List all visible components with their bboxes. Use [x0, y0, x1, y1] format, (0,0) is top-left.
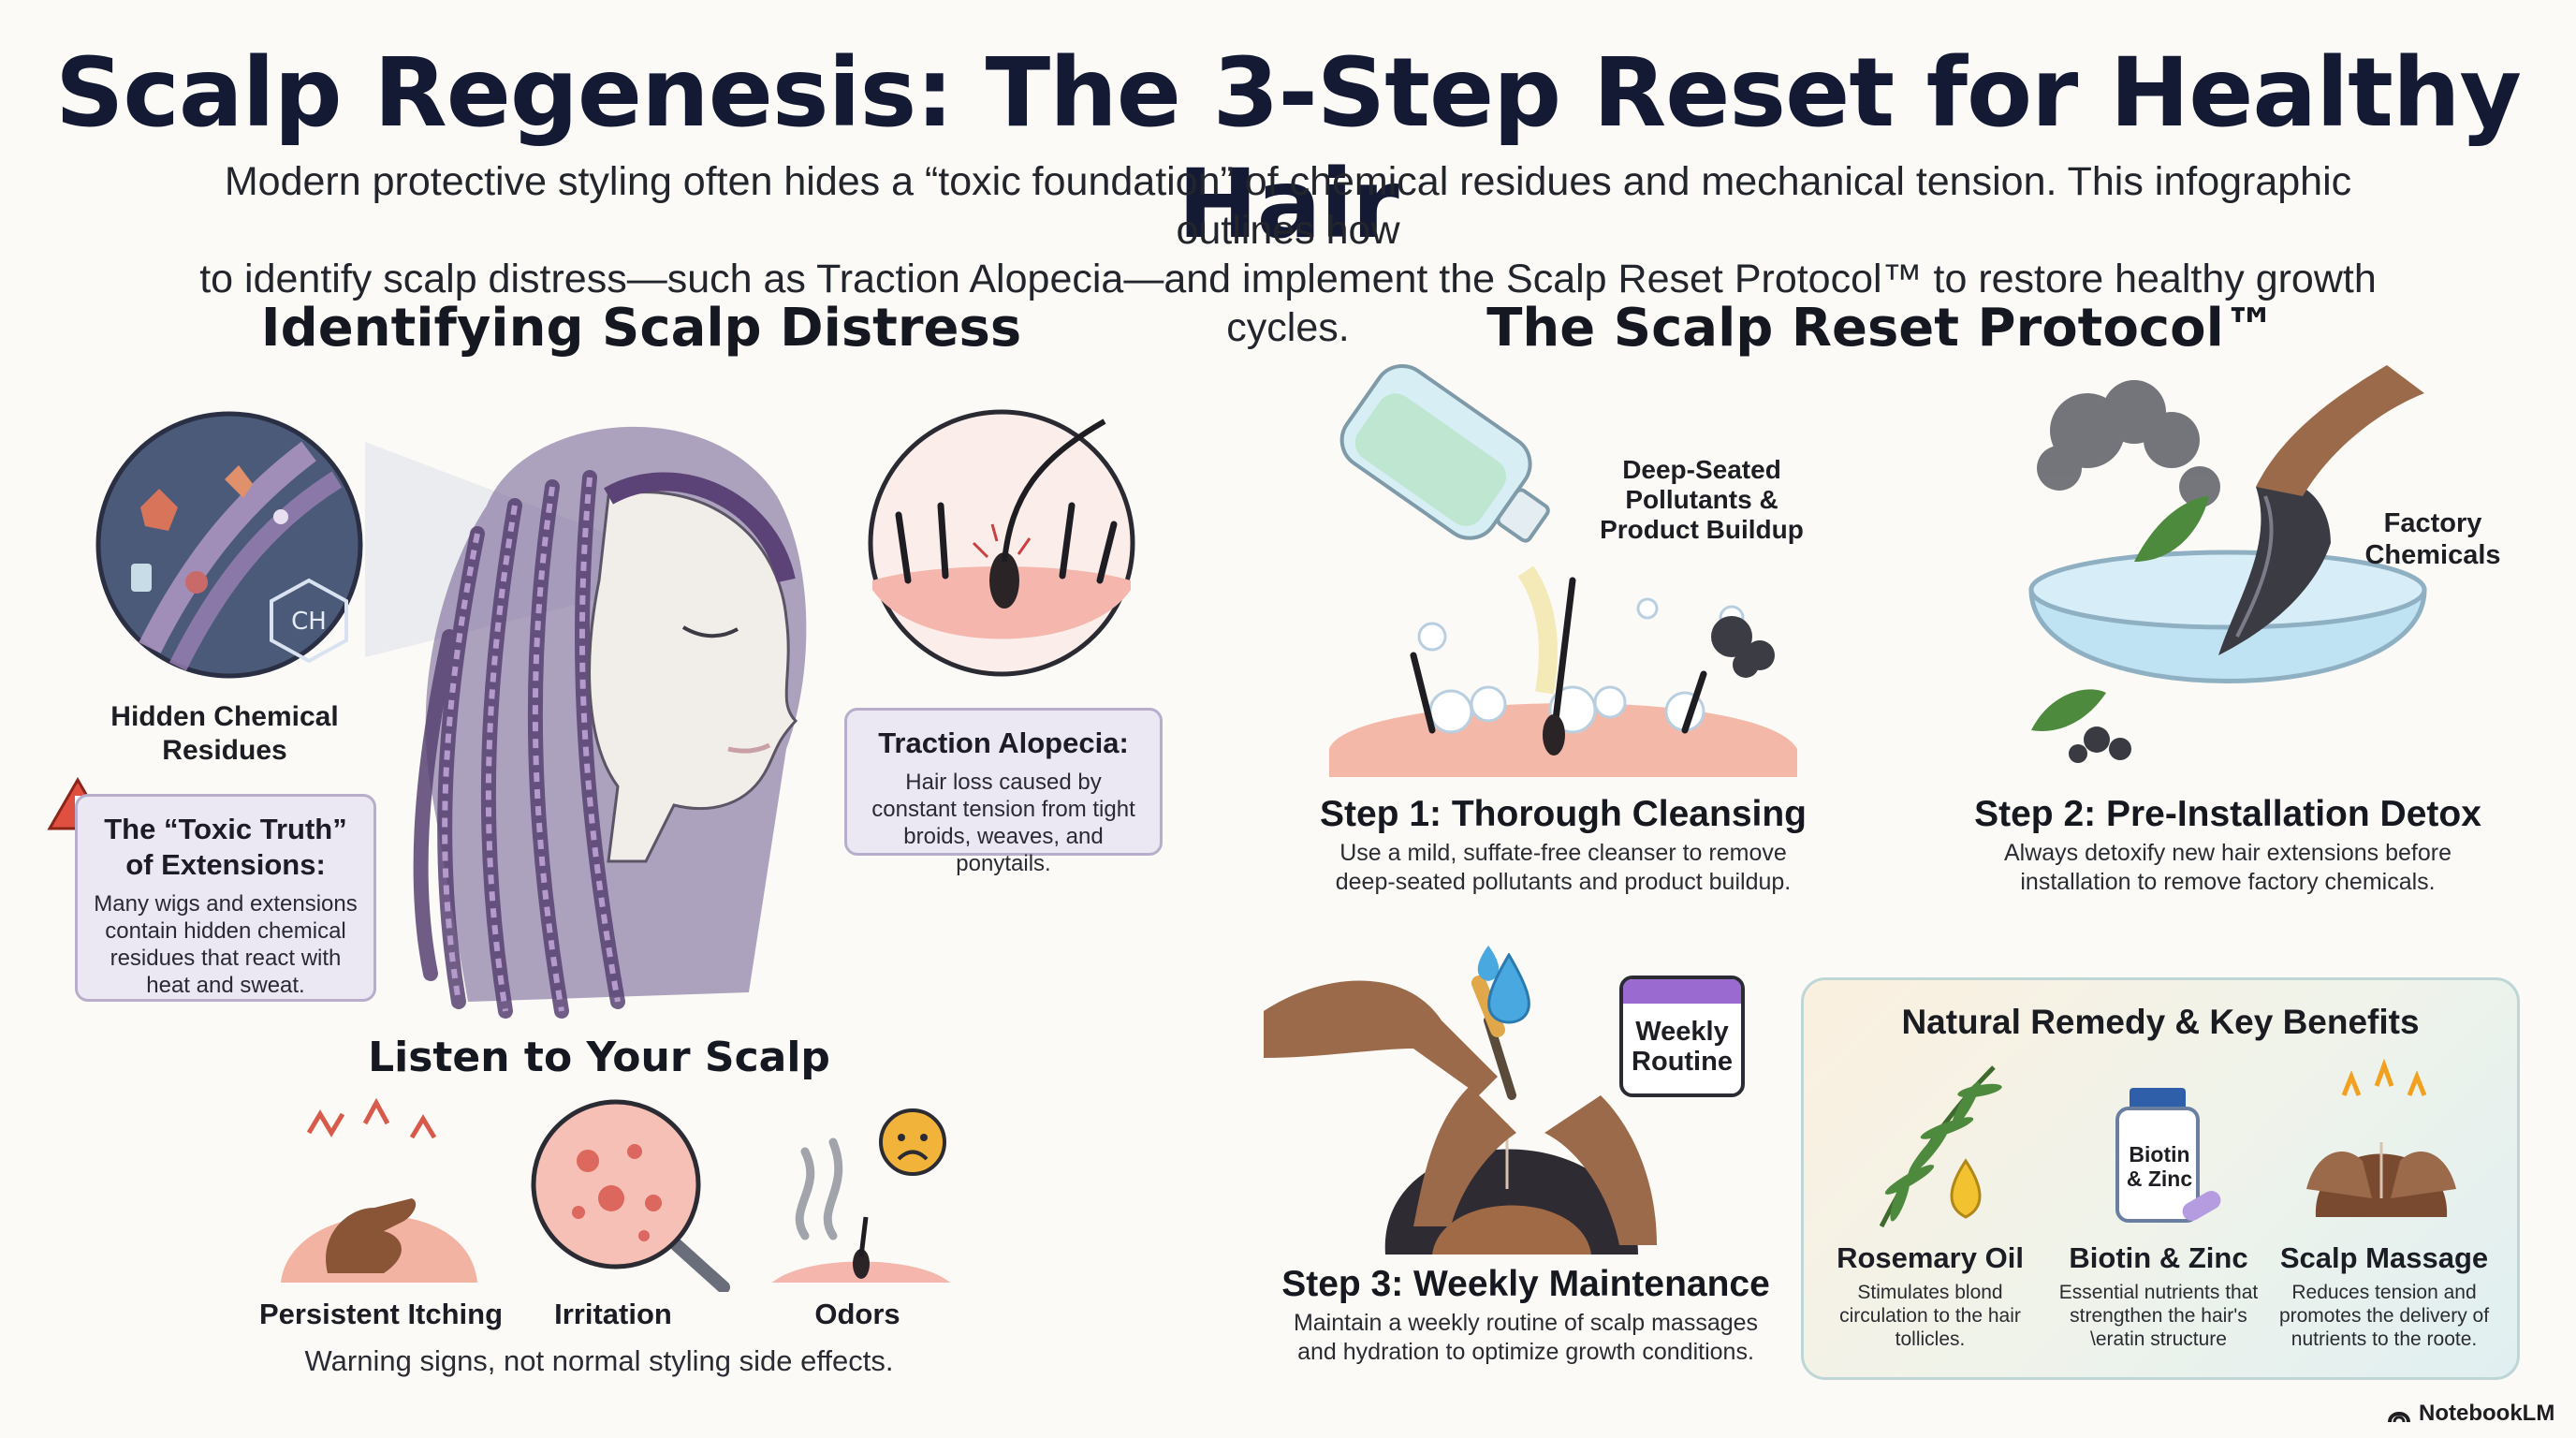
itching-scalp-icon	[271, 1095, 487, 1292]
notebooklm-icon	[2388, 1412, 2410, 1423]
calendar-text: Weekly Routine	[1632, 1017, 1733, 1077]
sign-label-irritation: Irritation	[554, 1298, 672, 1330]
step3-body: Maintain a weekly routine of scalp massa…	[1293, 1310, 1759, 1365]
traction-body: Hair loss caused by constant tension fro…	[871, 770, 1135, 876]
benefit-title-biotin: Biotin & Zinc	[2069, 1241, 2248, 1274]
toxic-truth-callout: The “Toxic Truth” of Extensions: Many wi…	[75, 794, 376, 1002]
step2-annotation: Factory Chemicals	[2364, 508, 2501, 570]
intro-line-1: Modern protective styling often hides a …	[224, 159, 2352, 253]
step1-title: Step 1: Thorough Cleansing	[1319, 794, 1807, 834]
cleansing-illustration	[1292, 356, 1816, 777]
intro-line-2: to identify scalp distress—such as Tract…	[199, 257, 2377, 350]
calendar-header	[1623, 979, 1741, 1004]
odor-icon	[768, 1095, 955, 1292]
remedy-title: Natural Remedy & Key Benefits	[1901, 1003, 2420, 1041]
irritation-magnifier-icon	[522, 1095, 738, 1292]
sign-label-odors: Odors	[814, 1298, 900, 1330]
step2-title: Step 2: Pre-Installation Detox	[1974, 794, 2481, 834]
toxic-truth-title: The “Toxic Truth” of Extensions:	[104, 813, 347, 881]
benefit-title-rosemary: Rosemary Oil	[1837, 1241, 2024, 1274]
step3-title: Step 3: Weekly Maintenance	[1281, 1264, 1770, 1304]
intro-text: Modern protective styling often hides a …	[150, 157, 2426, 352]
benefit-body-biotin: Essential nutrients that strengthen the …	[2058, 1282, 2259, 1350]
water-drop-icon	[1481, 953, 1537, 1028]
step1-body: Use a mild, suffate-free cleanser to rem…	[1335, 840, 1792, 895]
traction-title: Traction Alopecia:	[878, 726, 1129, 759]
step2-body: Always detoxify new hair extensions befo…	[2003, 840, 2452, 895]
benefit-body-rosemary: Stimulates blond circulation to the hair…	[1839, 1282, 2021, 1350]
traction-alopecia-callout: Traction Alopecia: Hair loss caused by c…	[844, 708, 1163, 876]
section-title-protocol: The Scalp Reset Protocol™	[1486, 298, 2276, 359]
biotin-bottle-icon	[2106, 1082, 2228, 1232]
bottle-label: Biotin & Zinc	[2126, 1142, 2193, 1191]
rosemary-oil-icon	[1853, 1058, 2022, 1236]
warning-note: Warning signs, not normal styling side e…	[304, 1344, 894, 1377]
hidden-residues-label: Hidden Chemical Residues	[110, 701, 339, 766]
detox-illustration	[1975, 356, 2518, 777]
page-title: Scalp Regenesis: The 3-Step Reset for He…	[54, 37, 2522, 260]
traction-alopecia-illustration	[805, 403, 1142, 702]
benefit-title-massage: Scalp Massage	[2279, 1241, 2489, 1274]
sign-label-itching: Persistent Itching	[258, 1298, 504, 1330]
weekly-calendar-icon: Weekly Routine	[1619, 976, 1745, 1097]
step1-annotation: Deep-Seated Pollutants & Product Buildup	[1600, 455, 1804, 544]
listen-title: Listen to Your Scalp	[368, 1034, 830, 1081]
brand-logo: NotebookLM	[2387, 1401, 2554, 1427]
maintenance-illustration	[1264, 946, 1769, 1255]
scalp-massage-icon	[2297, 1058, 2466, 1226]
woman-braids-illustration	[374, 393, 899, 1020]
benefit-body-massage: Reduces tension and promotes the deliver…	[2278, 1282, 2490, 1350]
molecule-text: CH	[291, 608, 327, 636]
toxic-truth-body: Many wigs and extensions contain hidden …	[94, 891, 358, 998]
section-title-distress: Identifying Scalp Distress	[260, 298, 1022, 359]
brand-name: NotebookLM	[2419, 1401, 2555, 1426]
